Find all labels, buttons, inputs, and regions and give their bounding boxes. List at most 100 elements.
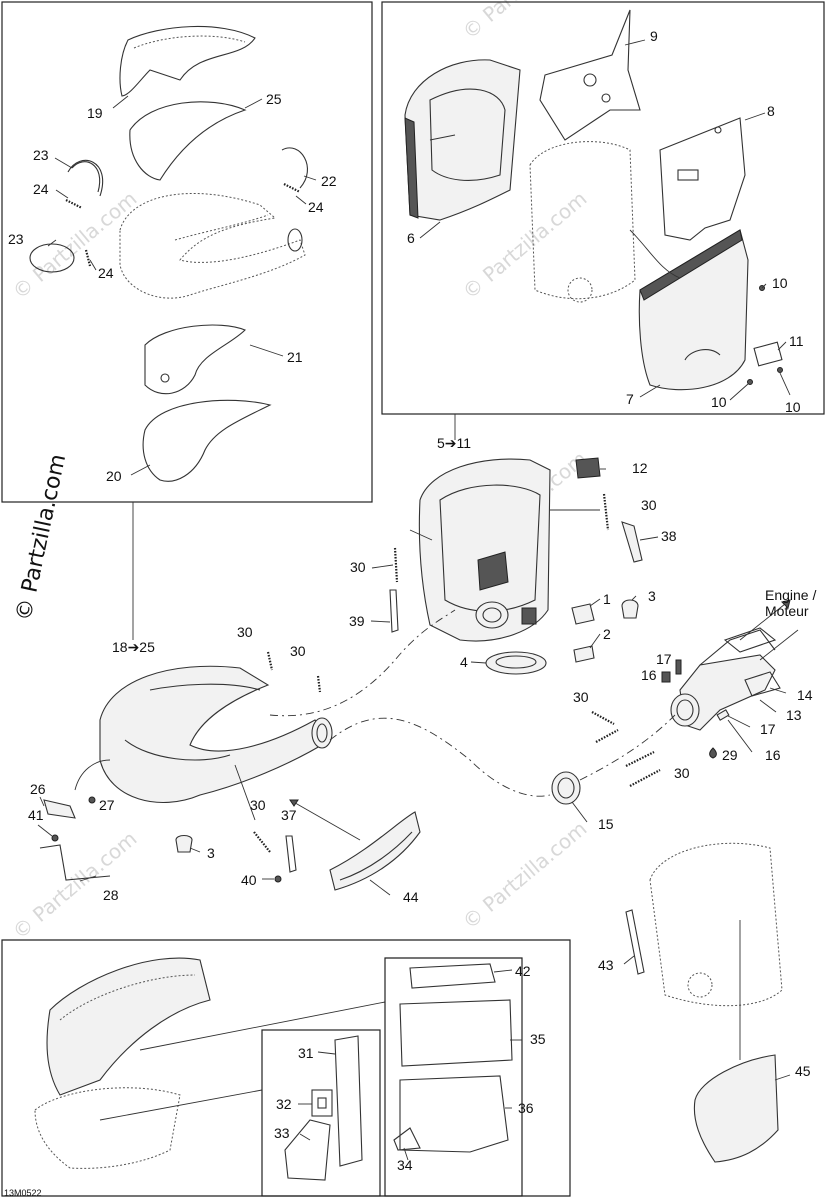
part-13-manifold [679, 654, 776, 731]
part-5-11-muffler [418, 458, 551, 642]
callout-30: 30 [674, 765, 690, 781]
callout-34: 34 [397, 1157, 413, 1173]
callout-37: 37 [281, 807, 297, 823]
part-23-ring-lower [29, 243, 75, 273]
watermark: © Partzilla.com [8, 826, 142, 944]
part-14-gasket [723, 627, 777, 653]
part-22-ring [281, 147, 308, 189]
part-8-insulation [659, 117, 746, 241]
callout-31: 31 [298, 1045, 314, 1061]
part-20-shield [142, 399, 272, 482]
box-31-33 [261, 1029, 381, 1197]
callout-17: 17 [760, 721, 776, 737]
callout-27: 27 [99, 797, 115, 813]
muffler-assembly-outline [529, 141, 636, 300]
part-15-grommet [551, 771, 581, 805]
callout-8: 8 [767, 103, 775, 119]
callout-41: 41 [28, 807, 44, 823]
callout-24: 24 [98, 265, 114, 281]
callout-38: 38 [661, 528, 677, 544]
callout-30: 30 [250, 797, 266, 813]
box-muffler-group [381, 1, 825, 415]
callout-10: 10 [772, 275, 788, 291]
callout-30: 30 [350, 559, 366, 575]
part-30-spring [316, 675, 322, 693]
callout-30: 30 [641, 497, 657, 513]
box-tuned-pipe-group [1, 1, 373, 503]
part-26-bracket [43, 799, 76, 819]
box-heat-shield-group [1, 939, 571, 1197]
callout-15: 15 [598, 816, 614, 832]
part-44-heat-shield [329, 811, 421, 891]
part-37-bracket [285, 835, 297, 873]
part-3-bumper [621, 599, 639, 619]
part-9-insulation [539, 9, 641, 141]
callout-36: 36 [518, 1100, 534, 1116]
callout-23: 23 [8, 231, 24, 247]
part-45-cover [693, 1054, 779, 1163]
part-28-bracket [39, 844, 111, 881]
callout-28: 28 [103, 887, 119, 903]
callout-11: 11 [789, 333, 804, 349]
callout-35: 35 [530, 1031, 546, 1047]
callout-17: 17 [656, 651, 672, 667]
muffler-right-outline [649, 842, 783, 1007]
part-40-nut [274, 875, 282, 883]
part-25-cover [129, 101, 247, 181]
callout-10: 10 [711, 394, 727, 410]
callout-21: 21 [287, 349, 303, 365]
part-34-pad [393, 1127, 421, 1151]
callout-3: 3 [648, 588, 656, 604]
engine-label-line2: Moteur [765, 603, 809, 619]
callout-33: 33 [274, 1125, 290, 1141]
callout-24: 24 [308, 199, 324, 215]
callout-20: 20 [106, 468, 122, 484]
part-1-clip [571, 603, 595, 625]
bottom-shield-lower [34, 1087, 181, 1169]
exhaust-manifold [661, 599, 799, 759]
part-30-spring [253, 831, 271, 853]
callout-40: 40 [241, 872, 257, 888]
box-34-42 [384, 957, 523, 1197]
part-24-spring [65, 199, 83, 209]
part-16-stud [716, 709, 730, 721]
callout-16: 16 [765, 747, 781, 763]
callout-9: 9 [650, 28, 658, 44]
watermark: © Partzilla.com [458, 816, 592, 934]
callout-10: 10 [785, 399, 801, 415]
part-27-screw [88, 796, 96, 804]
part-4-gasket [485, 651, 547, 675]
callout-16: 16 [641, 667, 657, 683]
part-33-shield [284, 1119, 331, 1181]
part-30-spring [595, 729, 619, 743]
callout-6: 6 [407, 230, 415, 246]
muffler-assembly [389, 457, 643, 675]
tuned-pipe-components [29, 25, 308, 482]
part-30-spring [625, 751, 655, 767]
part-11-plate [753, 341, 783, 367]
callout-26: 26 [30, 781, 46, 797]
callout-30: 30 [237, 624, 253, 640]
part-30-spring [266, 651, 274, 671]
callout-12: 12 [632, 460, 648, 476]
routing-line [269, 609, 456, 717]
muffler-components [404, 9, 783, 391]
routing-line [329, 717, 551, 797]
part-12-mount [575, 457, 601, 479]
callout-labels: 19 25 23 24 22 24 23 24 21 20 9 8 6 10 1… [4, 28, 816, 1198]
callout-14: 14 [797, 687, 813, 703]
part-7-muffler-half [638, 229, 749, 391]
part-30-spring [393, 547, 399, 583]
callout-45: 45 [795, 1063, 811, 1079]
callout-30: 30 [290, 643, 306, 659]
part-30-spring [591, 711, 615, 725]
part-19-shield [119, 25, 256, 97]
part-30-spring [602, 493, 610, 531]
part-16-stud [661, 671, 671, 683]
part-31-shield [334, 1035, 363, 1167]
callout-4: 4 [460, 654, 468, 670]
callout-29: 29 [722, 747, 738, 763]
callout-30: 30 [573, 689, 589, 705]
part-39-bracket [389, 589, 399, 633]
